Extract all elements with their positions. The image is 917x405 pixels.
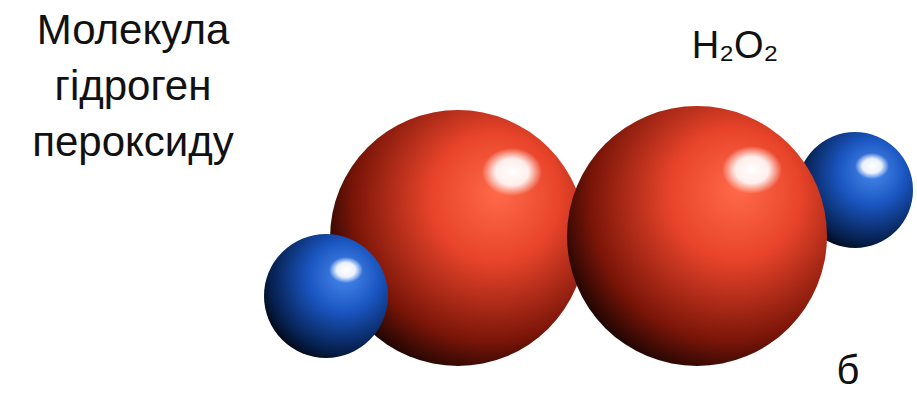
figure-letter: б	[826, 344, 870, 396]
chemical-formula: H₂O₂	[680, 20, 790, 70]
oxygen-atom	[567, 106, 827, 366]
hydrogen-atom	[264, 234, 388, 358]
molecule-name: Молекула гідроген пероксиду	[8, 2, 258, 170]
